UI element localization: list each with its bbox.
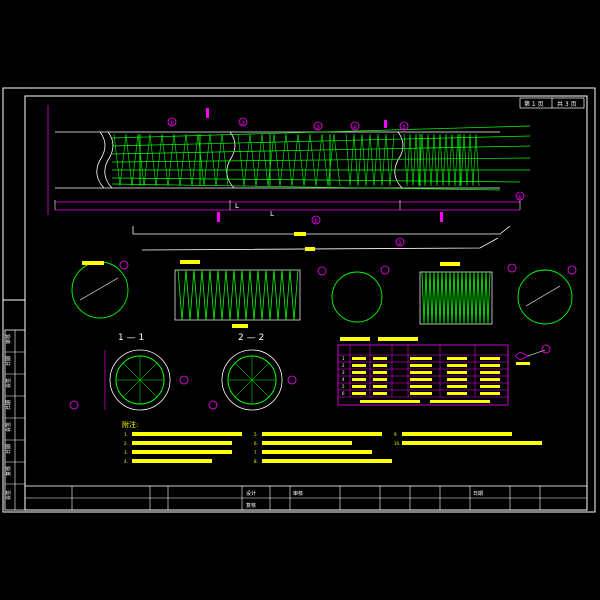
callout-label: ③ [315, 124, 320, 131]
title-date: 日期 [473, 491, 483, 497]
notes-block: 附注: 1. 2. 3. 4. 5. 6. 7. 8. 9. 10. [122, 420, 542, 464]
spiral-detail-1 [174, 260, 327, 328]
strip-label: 会签 [5, 378, 12, 388]
title-check: 审核 [293, 490, 303, 497]
notes-title: 附注: [122, 420, 138, 429]
strip-label: 日期 [6, 356, 12, 366]
strip-label: 日期 [6, 444, 12, 454]
table-row-index: 6 [342, 391, 345, 396]
title-block: 设计 复核 审核 日期 [24, 485, 588, 511]
strip-label: 复核 [5, 466, 12, 476]
dim-l-label: L [270, 210, 274, 218]
table-row-index: 4 [342, 377, 345, 382]
note-line: 2. [124, 441, 128, 446]
title-review: 复核 [246, 502, 256, 509]
dim-top-label: L [235, 202, 239, 210]
callout-label: ① [313, 218, 318, 225]
note-line: 4. [124, 459, 128, 464]
section-2-2: 2 — 2 [208, 333, 297, 411]
callout-label: ④ [352, 124, 357, 131]
callout-label: ⑤ [401, 124, 406, 131]
hook-detail [514, 344, 551, 365]
title-design: 设计 [246, 490, 256, 497]
note-line: 7. [254, 450, 258, 455]
note-line: 9. [394, 432, 398, 437]
hoop-detail-mid [331, 265, 390, 323]
note-line: 3. [124, 450, 128, 455]
strip-label: 审核 [5, 334, 12, 344]
note-line: 6. [254, 441, 258, 446]
note-line: 8. [254, 459, 258, 464]
callout-label: ② [240, 120, 246, 127]
section-title: 1 — 1 [118, 333, 144, 343]
table-row-index: 5 [342, 384, 345, 389]
callout-label: ② [397, 240, 403, 247]
strip-label: 会签 [5, 490, 12, 500]
outer-frame [2, 87, 596, 513]
note-line: 1. [124, 432, 128, 437]
strip-label: 日期 [6, 400, 12, 410]
page-counter: 第 1 页 共 3 页 [519, 97, 585, 109]
hoop-detail-left [71, 260, 129, 319]
callout-label: ① [169, 120, 174, 127]
bar-detail-1: ① [132, 215, 511, 236]
page-number: 第 1 页 [524, 100, 544, 108]
left-strip: 审核 日期 会签 日期 会签 日期 复核 会签 [4, 329, 26, 511]
table-row-index: 1 [342, 356, 345, 361]
callout-label: ⑥ [517, 194, 522, 201]
hoop-detail-right [517, 265, 577, 325]
quantity-table: 1 2 3 4 5 6 [337, 337, 509, 406]
spiral-detail-2 [419, 262, 517, 325]
table-row-index: 3 [342, 370, 345, 375]
bar-detail-2: ② [141, 237, 499, 251]
pile-elevation: L L ① ② ③ ④ ⑤ ⑥ [47, 105, 531, 222]
note-line: 5. [254, 432, 258, 437]
section-1-1: 1 — 1 [69, 333, 189, 411]
callout-group: ① ② ③ ④ ⑤ ⑥ [167, 117, 525, 201]
strip-label: 会签 [5, 422, 12, 432]
page-total: 共 3 页 [557, 100, 577, 108]
table-row-index: 2 [342, 363, 345, 368]
note-line: 10. [394, 441, 400, 446]
section-title: 2 — 2 [238, 333, 264, 343]
